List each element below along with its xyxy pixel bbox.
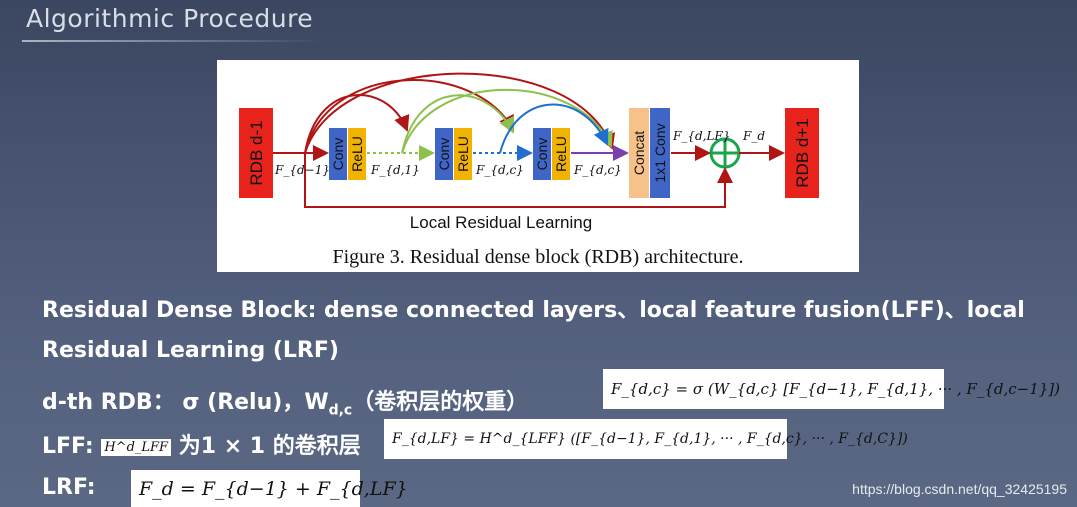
relu-block-3 bbox=[552, 128, 570, 180]
relu-label-2: ReLU bbox=[455, 136, 471, 172]
conv1x1-label: 1x1 Conv bbox=[652, 123, 668, 182]
line4-prefix: LFF: bbox=[42, 434, 94, 459]
rdb-right-label: RDB d+1 bbox=[793, 118, 812, 187]
rdb-left-block bbox=[239, 108, 273, 198]
arc-red-3 bbox=[304, 72, 615, 154]
text-line-3: d-th RDB： σ (Relu)，Wd,c（卷积层的权重） bbox=[42, 384, 528, 418]
label-f-d: F_d bbox=[742, 129, 765, 143]
text-line-1: Residual Dense Block: dense connected la… bbox=[42, 298, 1025, 323]
title-underline bbox=[22, 40, 322, 42]
residual-path bbox=[304, 153, 733, 208]
conv1x1-block bbox=[650, 108, 670, 198]
line3-sub: d,c bbox=[328, 402, 353, 419]
rdb-diagram: RDB d-1 RDB d+1 Conv ReLU Conv ReLU Conv… bbox=[239, 72, 819, 232]
concat-block bbox=[629, 108, 649, 198]
line4-symbol: H^d_LFF bbox=[101, 438, 172, 456]
label-f-lf: F_{d,LF} bbox=[672, 129, 730, 143]
relu-block-2 bbox=[454, 128, 472, 180]
arc-green-2 bbox=[401, 88, 613, 154]
label-f-1: F_{d,1} bbox=[370, 163, 420, 177]
conv-block-3 bbox=[533, 128, 551, 180]
conv-label-1: Conv bbox=[330, 138, 346, 171]
conv-label-2: Conv bbox=[436, 138, 452, 171]
arc-green-1 bbox=[401, 94, 514, 154]
concat-label: Concat bbox=[631, 131, 647, 175]
text-line-5: LRF: bbox=[42, 475, 96, 500]
watermark: https://blog.csdn.net/qq_32425195 bbox=[852, 481, 1067, 497]
formula-fdlf: F_{d,LF} = H^d_{LFF} ([F_{d−1}, F_{d,1},… bbox=[384, 419, 908, 459]
conv-block-1 bbox=[329, 128, 347, 180]
conv-label-3: Conv bbox=[534, 138, 550, 171]
line3-suffix: （卷积层的权重） bbox=[352, 390, 529, 415]
arc-red-1 bbox=[304, 94, 410, 154]
formula-fdc: F_{d,c} = σ (W_{d,c} [F_{d−1}, F_{d,1}, … bbox=[603, 369, 1060, 409]
figure-caption: Figure 3. Residual dense block (RDB) arc… bbox=[332, 246, 744, 268]
slide-title: Algorithmic Procedure bbox=[26, 4, 314, 33]
label-f-prev: F_{d−1} bbox=[274, 163, 330, 177]
line4-suffix: 为1 × 1 的卷积层 bbox=[178, 434, 361, 459]
conv-block-2 bbox=[435, 128, 453, 180]
text-line-4: LFF: H^d_LFF 为1 × 1 的卷积层 bbox=[42, 428, 361, 460]
relu-block-1 bbox=[348, 128, 366, 180]
rdb-figure: RDB d-1 RDB d+1 Conv ReLU Conv ReLU Conv… bbox=[217, 60, 859, 272]
relu-label-3: ReLU bbox=[553, 136, 569, 172]
residual-label: Local Residual Learning bbox=[410, 213, 592, 232]
rdb-left-label: RDB d-1 bbox=[247, 120, 266, 185]
rdb-right-block bbox=[785, 108, 819, 198]
label-f-c-a: F_{d,c} bbox=[475, 163, 524, 177]
label-f-c-b: F_{d,c} bbox=[573, 163, 622, 177]
line3-prefix: d-th RDB： σ (Relu)，W bbox=[42, 390, 329, 415]
relu-label-1: ReLU bbox=[349, 136, 365, 172]
text-line-2: Residual Learning (LRF) bbox=[42, 338, 339, 363]
formula-fd: F_d = F_{d−1} + F_{d,LF} bbox=[131, 470, 408, 507]
arc-blue-1 bbox=[499, 103, 609, 154]
